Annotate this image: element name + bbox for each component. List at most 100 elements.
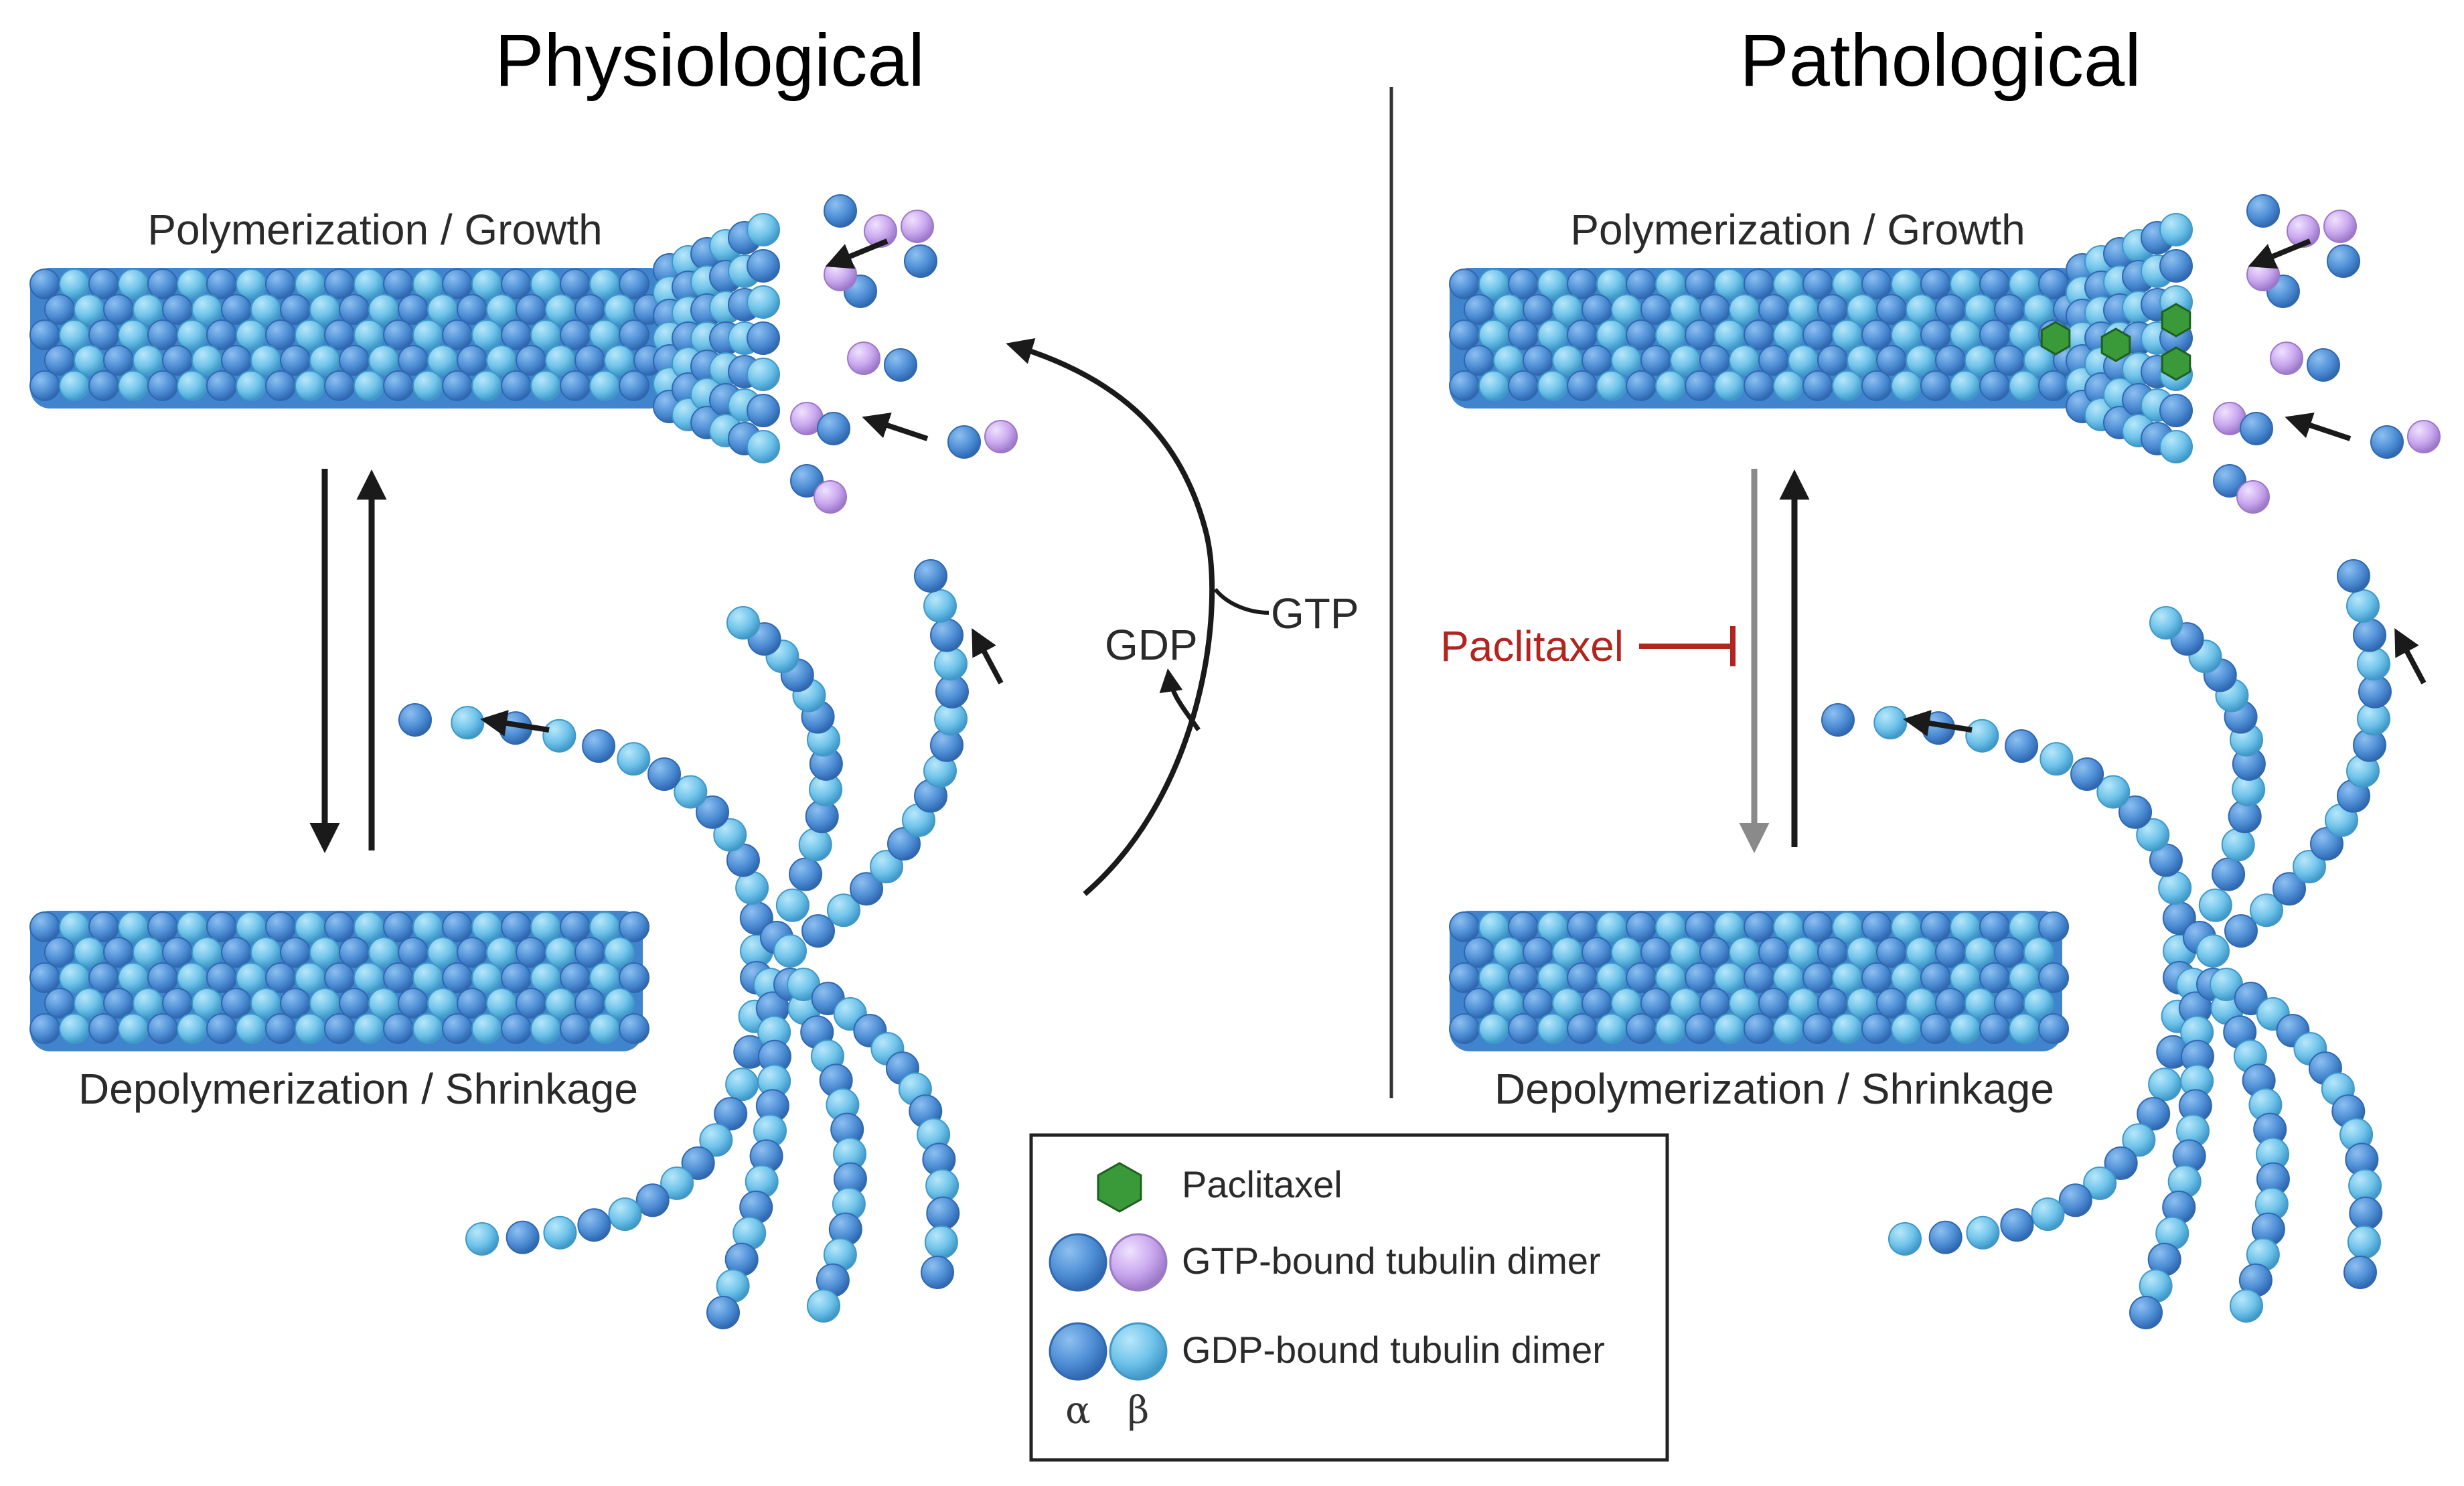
alpha-tubulin xyxy=(324,370,355,401)
alpha-tubulin xyxy=(1920,962,1951,993)
beta-tubulin xyxy=(118,269,149,299)
microtubule-right-top xyxy=(1449,213,2193,463)
beta-tubulin xyxy=(2096,775,2131,809)
beta-tubulin xyxy=(118,1013,149,1044)
shrinking-protofilaments-right xyxy=(1821,559,2392,1329)
beta-tubulin xyxy=(604,345,635,376)
alpha-tubulin xyxy=(1979,370,2010,401)
beta-tubulin xyxy=(1832,962,1863,993)
beta-tubulin xyxy=(1906,988,1936,1019)
alpha-tubulin xyxy=(221,345,252,376)
alpha-tubulin xyxy=(1626,1013,1657,1044)
beta-tubulin xyxy=(1891,370,1922,401)
beta-tubulin xyxy=(775,888,810,922)
beta-tubulin xyxy=(1596,319,1627,350)
alpha-tubulin xyxy=(2353,618,2386,652)
alpha-tubulin xyxy=(1508,370,1539,401)
beta-tubulin xyxy=(1729,345,1760,376)
alpha-tubulin xyxy=(442,962,473,993)
alpha-tubulin xyxy=(147,269,178,299)
alpha-tubulin xyxy=(2038,269,2069,299)
alpha-tubulin xyxy=(442,1013,473,1044)
flow-arrow xyxy=(825,238,889,269)
alpha-tubulin xyxy=(2349,1196,2383,1230)
beta-tubulin xyxy=(543,1215,577,1250)
alpha-tubulin xyxy=(162,988,193,1019)
alpha-tubulin xyxy=(147,1013,178,1044)
alpha-tubulin xyxy=(29,319,60,350)
alpha-tubulin xyxy=(501,370,532,401)
beta-tubulin xyxy=(133,345,163,376)
beta-tubulin xyxy=(1965,294,1995,325)
beta-tubulin xyxy=(236,962,266,993)
flow-arrow xyxy=(2285,413,2352,441)
beta-tubulin xyxy=(59,962,90,993)
beta-tubulin xyxy=(1670,345,1701,376)
gtp-beta-tubulin xyxy=(2287,214,2320,248)
alpha-tubulin xyxy=(280,988,311,1019)
alpha-tubulin xyxy=(647,757,682,791)
beta-tubulin xyxy=(530,911,561,942)
alpha-tubulin xyxy=(1640,937,1671,968)
beta-tubulin xyxy=(2293,850,2326,884)
alpha-tubulin xyxy=(501,911,532,942)
alpha-tubulin xyxy=(801,914,835,948)
beta-tubulin xyxy=(1832,269,1863,299)
beta-tubulin xyxy=(74,294,104,325)
alpha-tubulin xyxy=(457,294,487,325)
label-gdp: GDP xyxy=(1105,621,1198,669)
beta-tubulin xyxy=(2023,937,2054,968)
beta-tubulin xyxy=(1478,911,1509,942)
beta-tubulin xyxy=(1655,911,1686,942)
alpha-tubulin xyxy=(221,937,252,968)
alpha-tubulin xyxy=(1861,370,1892,401)
alpha-tubulin xyxy=(1626,370,1657,401)
gtp-beta-tubulin xyxy=(824,258,857,291)
alpha-tubulin xyxy=(1744,911,1774,942)
alpha-tubulin xyxy=(574,988,605,1019)
legend-gtp-label: GTP-bound tubulin dimer xyxy=(1182,1240,1601,1282)
alpha-tubulin xyxy=(790,464,824,498)
alpha-tubulin xyxy=(1567,319,1598,350)
beta-tubulin xyxy=(1729,937,1760,968)
beta-tubulin xyxy=(1478,370,1509,401)
alpha-tubulin xyxy=(324,319,355,350)
alpha-tubulin xyxy=(2038,962,2069,993)
beta-tubulin xyxy=(1537,962,1568,993)
alpha-tubulin xyxy=(265,1013,296,1044)
alpha-tubulin xyxy=(1626,962,1657,993)
alpha-tubulin xyxy=(88,269,119,299)
beta-tubulin xyxy=(1655,370,1686,401)
beta-tubulin xyxy=(2009,269,2039,299)
alpha-tubulin xyxy=(574,937,605,968)
beta-tubulin xyxy=(1891,269,1922,299)
alpha-tubulin xyxy=(1464,345,1494,376)
beta-tubulin xyxy=(1655,1013,1686,1044)
alpha-tubulin xyxy=(1994,988,2025,1019)
beta-tubulin xyxy=(354,911,384,942)
beta-tubulin xyxy=(1773,269,1804,299)
alpha-tubulin xyxy=(1626,911,1657,942)
alpha-tubulin xyxy=(1861,911,1892,942)
beta-tubulin xyxy=(177,319,208,350)
alpha-tubulin xyxy=(516,294,546,325)
beta-tubulin xyxy=(1965,345,1995,376)
alpha-tubulin xyxy=(1979,269,2010,299)
alpha-tubulin xyxy=(1699,345,1730,376)
beta-tubulin xyxy=(2148,1067,2182,1102)
alpha-tubulin xyxy=(1876,988,1907,1019)
alpha-tubulin xyxy=(1567,1013,1598,1044)
alpha-tubulin xyxy=(1582,294,1612,325)
alpha-tubulin xyxy=(2273,872,2306,906)
beta-tubulin xyxy=(1950,1013,1981,1044)
alpha-tubulin xyxy=(1449,1013,1480,1044)
alpha-tubulin xyxy=(2119,795,2153,829)
alpha-tubulin xyxy=(1979,319,2010,350)
beta-tubulin xyxy=(2031,1197,2065,1232)
alpha-tubulin xyxy=(147,370,178,401)
beta-tubulin xyxy=(1655,319,1686,350)
beta-tubulin xyxy=(368,937,399,968)
beta-tubulin xyxy=(660,1166,694,1200)
alpha-tubulin xyxy=(2240,412,2273,445)
beta-tubulin xyxy=(1788,345,1819,376)
